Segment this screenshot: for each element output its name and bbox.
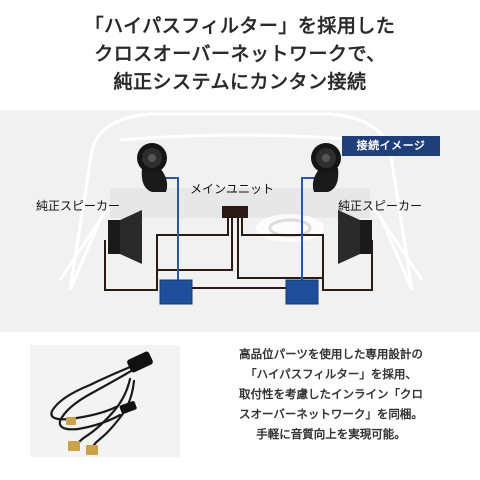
description-line-3: 取付性を考慮したインライン「クロ (239, 387, 423, 401)
headline-line-2: クロスオーバーネットワークで、 (94, 43, 386, 65)
tweeter-right (311, 143, 341, 192)
door-speaker-left (108, 210, 142, 264)
connection-image-badge: 接続イメージ (342, 136, 440, 156)
headline-line-3: 純正システムにカンタン接続 (113, 71, 367, 93)
headline: 「ハイパスフィルター」を採用した クロスオーバーネットワークで、 純正システムに… (0, 12, 480, 96)
description-line-1: 高品位パーツを使用した専用設計の (239, 347, 423, 361)
crossover-module-left (159, 279, 193, 305)
tweeter-left (137, 143, 168, 192)
headline-line-1: 「ハイパスフィルター」を採用した (84, 15, 396, 37)
description-line-2: 「ハイパスフィルター」を採用、 (245, 367, 417, 381)
head-unit-label: メインユニット (190, 182, 275, 196)
right-speaker-label: 純正スピーカー (338, 199, 423, 213)
description-line-5: 手軽に音質向上を実現可能。 (256, 427, 406, 441)
door-speaker-right (338, 210, 372, 264)
crossover-cable-image (50, 351, 153, 455)
product-photo (30, 345, 180, 457)
connection-diagram: 接続イメージ 純正スピーカー 純正スピーカー メインユニット (0, 110, 480, 332)
crossover-module-right (285, 279, 319, 305)
head-unit (222, 206, 248, 218)
speaker-wires (104, 218, 373, 291)
car-wiring-illustration (58, 112, 424, 305)
description-line-4: スオーバーネットワーク」を同梱。 (239, 407, 423, 421)
product-description: 高品位パーツを使用した専用設計の 「ハイパスフィルター」を採用、 取付性を考慮し… (190, 344, 472, 444)
left-speaker-label: 純正スピーカー (36, 199, 121, 213)
steering-detail (256, 214, 324, 242)
